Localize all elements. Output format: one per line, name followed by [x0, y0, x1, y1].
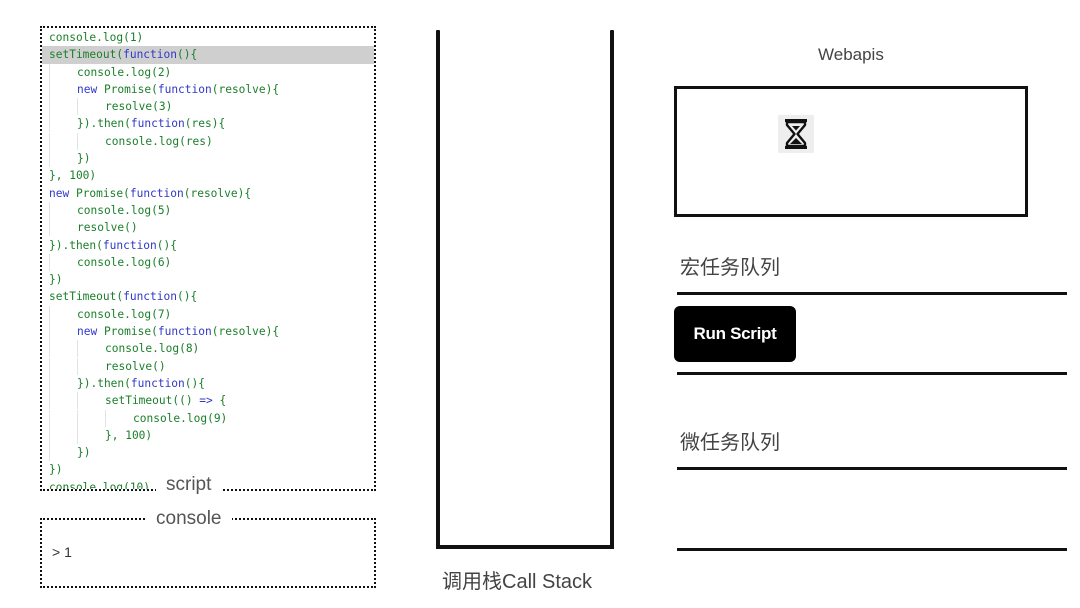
code-line: new Promise(function(resolve){	[49, 323, 374, 341]
console-output: > 1	[52, 544, 72, 560]
code-listing: console.log(1) setTimeout(function(){ cons…	[42, 29, 374, 491]
hourglass-icon	[778, 115, 814, 153]
code-line: new Promise(function(resolve){	[49, 185, 374, 202]
code-text: })	[49, 463, 63, 477]
code-line: console.log(res)	[49, 132, 374, 150]
call-stack-label: 调用栈Call Stack	[442, 571, 593, 593]
code-text: console.log(res)	[105, 134, 213, 148]
code-text: resolve(3)	[105, 100, 173, 114]
code-text: }).then(function(){	[77, 376, 205, 390]
code-line: }, 100)	[49, 426, 374, 444]
call-stack-floor	[436, 545, 614, 549]
code-line: console.log(9)	[49, 409, 374, 427]
code-line: })	[49, 461, 374, 478]
code-line: }).then(function(res){	[49, 115, 374, 133]
code-line: })	[49, 444, 374, 462]
code-text: new Promise(function(resolve){	[77, 325, 280, 339]
code-line: setTimeout(function(){	[42, 46, 374, 64]
code-line: resolve()	[49, 357, 374, 375]
code-text: }, 100)	[105, 428, 153, 442]
code-text: }, 100)	[49, 169, 97, 183]
code-line: console.log(6)	[49, 253, 374, 271]
micro-task-queue-label: 微任务队列	[680, 432, 780, 454]
code-text: setTimeout(() => {	[105, 394, 227, 408]
macro-task-queue-label: 宏任务队列	[680, 257, 780, 279]
call-stack-right-wall	[610, 30, 614, 548]
code-text: console.log(6)	[77, 255, 172, 269]
code-line: })	[49, 150, 374, 168]
micro-queue-top-line	[677, 467, 1067, 470]
code-line: }).then(function(){	[49, 374, 374, 392]
code-line: console.log(10)	[49, 479, 374, 491]
code-line: })	[49, 271, 374, 288]
code-line: new Promise(function(resolve){	[49, 80, 374, 98]
code-line: console.log(5)	[49, 201, 374, 219]
code-text: }).then(function(res){	[77, 117, 226, 131]
code-line: resolve(3)	[49, 98, 374, 116]
code-line: console.log(8)	[49, 340, 374, 358]
hourglass-icon-svg	[785, 119, 807, 149]
code-line: console.log(7)	[49, 305, 374, 323]
code-text: setTimeout(function(){	[49, 48, 198, 62]
code-line: console.log(2)	[49, 63, 374, 81]
webapis-label: Webapis	[818, 45, 884, 64]
code-text: resolve()	[77, 221, 138, 235]
code-line: console.log(1)	[49, 29, 374, 46]
code-text: console.log(7)	[77, 307, 172, 321]
code-text: new Promise(function(resolve){	[77, 82, 280, 96]
code-text: console.log(8)	[105, 342, 200, 356]
code-text: console.log(10)	[49, 480, 151, 491]
code-line: setTimeout(() => {	[49, 392, 374, 410]
code-text: }).then(function(){	[49, 238, 177, 252]
code-line: }, 100)	[49, 167, 374, 184]
code-text: console.log(1)	[49, 31, 144, 44]
code-text: new Promise(function(resolve){	[49, 186, 252, 200]
run-script-task[interactable]: Run Script	[674, 306, 796, 362]
script-panel: console.log(1) setTimeout(function(){ cons…	[40, 26, 376, 491]
code-text: console.log(9)	[133, 411, 228, 425]
code-text: setTimeout(function(){	[49, 290, 198, 304]
macro-queue-bottom-line	[677, 372, 1067, 375]
console-label: console	[146, 508, 232, 530]
micro-queue-bottom-line	[677, 548, 1067, 551]
code-text: console.log(5)	[77, 203, 172, 217]
code-line: }).then(function(){	[49, 237, 374, 254]
code-text: })	[77, 152, 91, 166]
call-stack-left-wall	[436, 30, 440, 548]
code-text: resolve()	[105, 359, 166, 373]
code-line: resolve()	[49, 219, 374, 237]
code-line: setTimeout(function(){	[49, 288, 374, 305]
code-text: })	[77, 446, 91, 460]
code-text: console.log(2)	[77, 65, 172, 79]
code-text: })	[49, 273, 63, 287]
script-label: script	[156, 474, 222, 496]
macro-queue-top-line	[677, 292, 1067, 295]
webapis-box	[674, 86, 1028, 217]
